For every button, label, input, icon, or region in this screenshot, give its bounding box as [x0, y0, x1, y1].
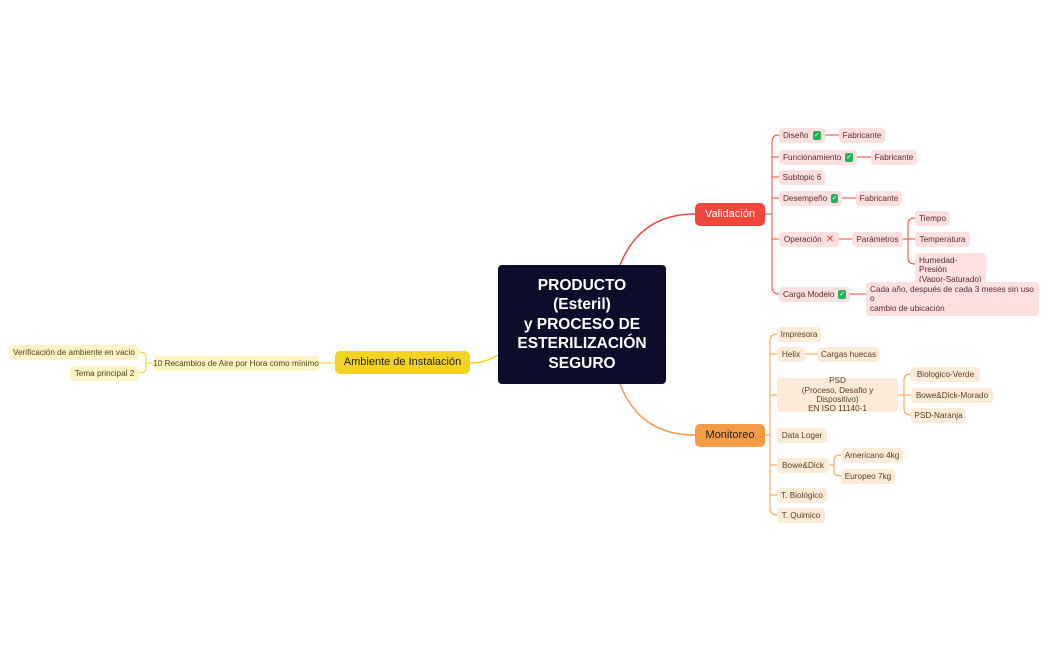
- link-root-monitoreo: [619, 383, 696, 436]
- subtopic-cargas-huecas[interactable]: Cargas huecas: [818, 347, 879, 362]
- subtopic-europeo[interactable]: Europeo 7kg: [841, 469, 895, 484]
- subtopic-label: Diseño: [783, 130, 809, 140]
- topic-validacion[interactable]: Validación: [695, 203, 765, 226]
- subtopic-parametros[interactable]: Parámetros: [852, 232, 903, 247]
- subtopic-temperatura[interactable]: Temperatura: [915, 232, 970, 247]
- cross-icon: ✕: [825, 233, 835, 245]
- subtopic-operacion[interactable]: Operación ✕: [779, 232, 839, 247]
- subtopic-verificacion-ambiente[interactable]: Verificación de ambiente en vacio: [9, 345, 139, 360]
- check-icon: ✓: [845, 153, 853, 162]
- subtopic-americano[interactable]: Americano 4kg: [841, 448, 903, 463]
- subtopic-funcionamiento[interactable]: Funcionamiento ✓: [779, 150, 857, 165]
- subtopic-humedad-presion[interactable]: Humedad-Presión (Vapor-Saturado): [915, 253, 986, 288]
- subtopic-t-quimico[interactable]: T. Quimico: [777, 508, 825, 523]
- subtopic-biologico-verde[interactable]: Biologico-Verde: [911, 367, 980, 382]
- subtopic-t-biologico[interactable]: T. Biológico: [777, 488, 827, 503]
- check-icon: ✓: [812, 131, 821, 140]
- link-root-validacion: [619, 213, 696, 266]
- subtopic-helix[interactable]: Helix: [777, 347, 805, 362]
- subtopic-desempeno[interactable]: Desempeño ✓: [779, 191, 842, 206]
- subtopic-fabricante[interactable]: Fabricante: [856, 191, 902, 206]
- central-topic[interactable]: PRODUCTO (Esteril) y PROCESO DE ESTERILI…: [498, 265, 666, 384]
- subtopic-label: Operación: [783, 234, 822, 244]
- subtopic-tiempo[interactable]: Tiempo: [915, 211, 950, 226]
- subtopic-impresora[interactable]: Impresora: [777, 327, 821, 342]
- subtopic-label: Carga Modelo: [783, 289, 835, 299]
- subtopic-label: Desempeño: [783, 193, 828, 203]
- subtopic-data-loger[interactable]: Data Loger: [777, 428, 827, 443]
- subtopic-tema-principal-2[interactable]: Tema principal 2: [70, 366, 139, 381]
- subtopic-psd-naranja[interactable]: PSD-Naranja: [911, 408, 966, 423]
- subtopic-fabricante[interactable]: Fabricante: [871, 150, 917, 165]
- subtopic-frecuencia[interactable]: Cada año, después de cada 3 meses sin us…: [866, 282, 1039, 317]
- subtopic-psd[interactable]: PSD (Proceso, Desafio y Dispositivo) EN …: [777, 376, 898, 413]
- subtopic-recambios-aire[interactable]: 10 Recambios de Aire por Hora como mínim…: [153, 356, 319, 371]
- topic-ambiente[interactable]: Ambiente de Instalación: [335, 351, 470, 374]
- subtopic-bowe-dick[interactable]: Bowe&Dick: [777, 458, 829, 473]
- subtopic-carga-modelo[interactable]: Carga Modelo ✓: [779, 287, 850, 302]
- subtopic-bowe-dick-morado[interactable]: Bowe&Dick-Morado: [911, 388, 993, 403]
- subtopic-label: Funcionamiento: [783, 152, 842, 162]
- link-root-ambiente: [469, 354, 499, 364]
- subtopic-subtopic-6[interactable]: Subtopic 6: [779, 170, 825, 185]
- topic-monitoreo[interactable]: Monitoreo: [695, 424, 765, 447]
- check-icon: ✓: [831, 194, 838, 203]
- check-icon: ✓: [838, 290, 846, 299]
- subtopic-fabricante[interactable]: Fabricante: [839, 128, 885, 143]
- subtopic-diseno[interactable]: Diseño ✓: [779, 128, 825, 143]
